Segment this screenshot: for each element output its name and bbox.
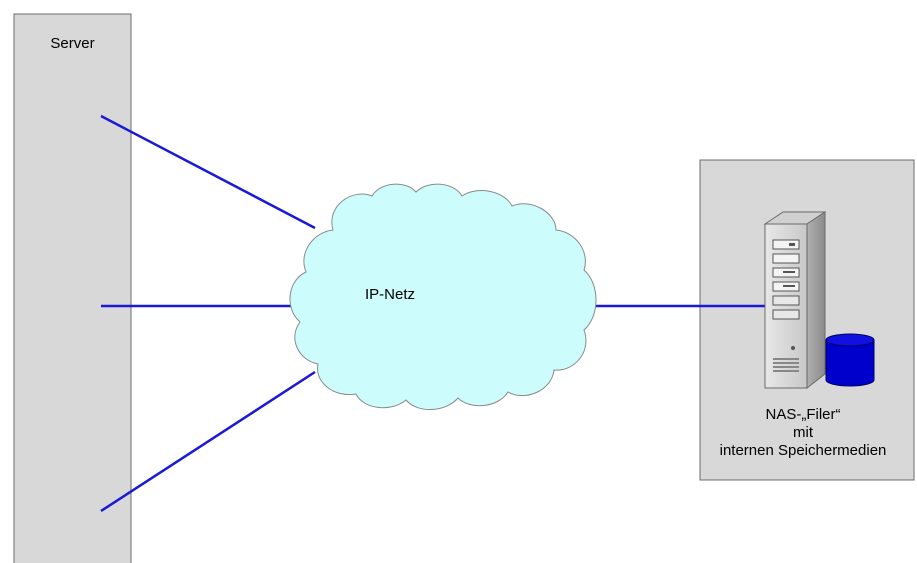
nas-filer-label: NAS-„Filer“ mit internen Speichermedien <box>700 406 906 460</box>
nas-label-line-1: NAS-„Filer“ <box>765 406 841 423</box>
server-panel <box>13 13 132 563</box>
nas-filer-tower <box>763 211 827 390</box>
link-server-1 <box>100 114 316 230</box>
network-links <box>100 114 769 513</box>
nas-label-line-3: internen Speichermedien <box>719 442 887 459</box>
storage-disk-icon <box>825 333 875 387</box>
server-group-label: Server <box>50 35 95 52</box>
ip-network-cloud <box>289 183 597 411</box>
link-server-3 <box>100 370 316 513</box>
nas-label-line-2: mit <box>793 424 813 441</box>
ip-network-label: IP-Netz <box>364 286 415 303</box>
